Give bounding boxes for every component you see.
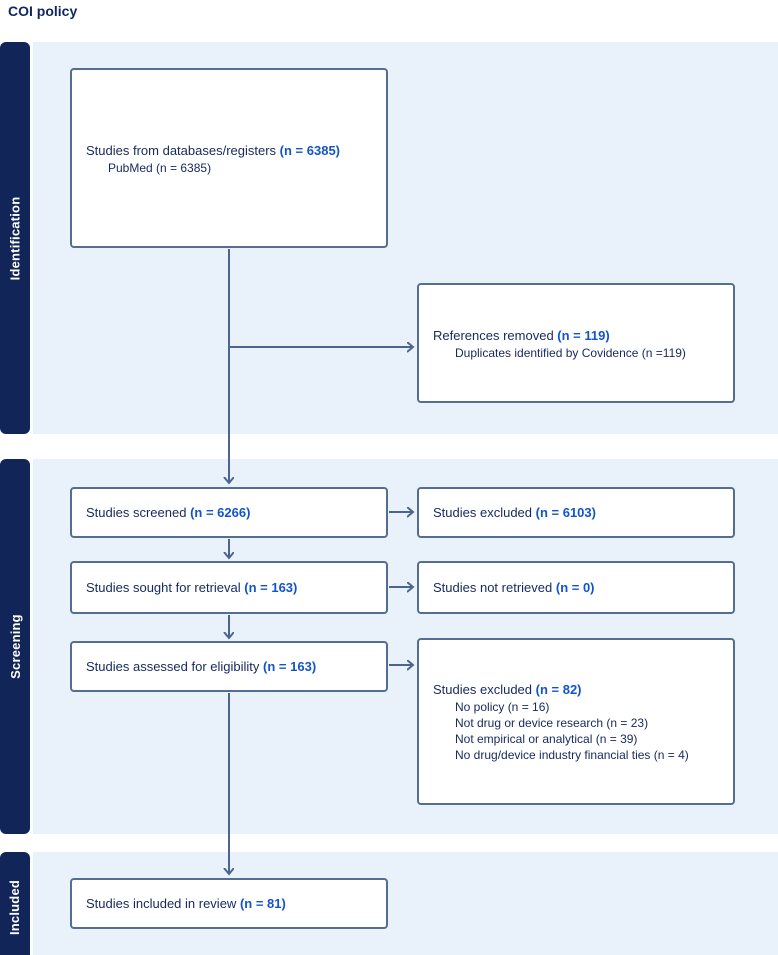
- n-value: (n = 119): [557, 327, 610, 343]
- box-studies-screened: Studies screened (n = 6266): [70, 487, 388, 538]
- box-main-text: Studies included in review (n = 81): [86, 896, 286, 911]
- page-title: COI policy: [8, 3, 78, 19]
- box-main-text: Studies sought for retrieval (n = 163): [86, 580, 298, 595]
- screening-section-bar: Screening: [0, 459, 30, 834]
- box-studies-included-in-review: Studies included in review (n = 81): [70, 878, 388, 929]
- box-main-text: References removed (n = 119): [433, 327, 610, 343]
- n-value: (n = 163): [244, 580, 298, 595]
- box-sub-text: Not drug or device research (n = 23): [455, 716, 649, 730]
- n-value: (n = 6385): [279, 142, 341, 158]
- box-references-removed: References removed (n = 119) Duplicates …: [417, 283, 735, 403]
- box-main-text: Studies excluded (n = 6103): [433, 505, 596, 520]
- n-value: (n = 0): [555, 580, 595, 595]
- box-main-text: Studies assessed for eligibility (n = 16…: [86, 659, 317, 674]
- box-main-text: Studies screened (n = 6266): [86, 505, 251, 520]
- identification-label: Identification: [7, 196, 23, 280]
- box-studies-not-retrieved: Studies not retrieved (n = 0): [417, 561, 735, 614]
- box-studies-from-databases: Studies from databases/registers (n = 63…: [70, 68, 388, 248]
- box-studies-excluded-screening: Studies excluded (n = 6103): [417, 487, 735, 538]
- box-sub-text: PubMed (n = 6385): [108, 160, 212, 175]
- box-sub-text: Duplicates identified by Covidence (n =1…: [455, 345, 686, 360]
- n-value: (n = 163): [263, 659, 317, 674]
- n-value: (n = 81): [239, 896, 286, 911]
- included-label: Included: [7, 879, 23, 935]
- box-main-text: Studies from databases/registers (n = 63…: [86, 142, 341, 158]
- identification-section-bar: Identification: [0, 42, 30, 434]
- n-value: (n = 6266): [190, 505, 251, 520]
- box-sub-text: No drug/device industry financial ties (…: [455, 748, 689, 762]
- box-main-text: Studies not retrieved (n = 0): [433, 580, 595, 595]
- box-studies-sought-for-retrieval: Studies sought for retrieval (n = 163): [70, 561, 388, 614]
- n-value: (n = 6103): [535, 505, 596, 520]
- included-section-bar: Included: [0, 852, 30, 955]
- box-studies-excluded-eligibility: Studies excluded (n = 82) No policy (n =…: [417, 638, 735, 805]
- screening-label: Screening: [7, 614, 23, 679]
- box-sub-text: No policy (n = 16): [455, 700, 550, 714]
- n-value: (n = 82): [535, 682, 582, 697]
- box-sub-text: Not empirical or analytical (n = 39): [455, 732, 638, 746]
- box-main-text: Studies excluded (n = 82): [433, 682, 582, 697]
- box-studies-assessed-for-eligibility: Studies assessed for eligibility (n = 16…: [70, 641, 388, 692]
